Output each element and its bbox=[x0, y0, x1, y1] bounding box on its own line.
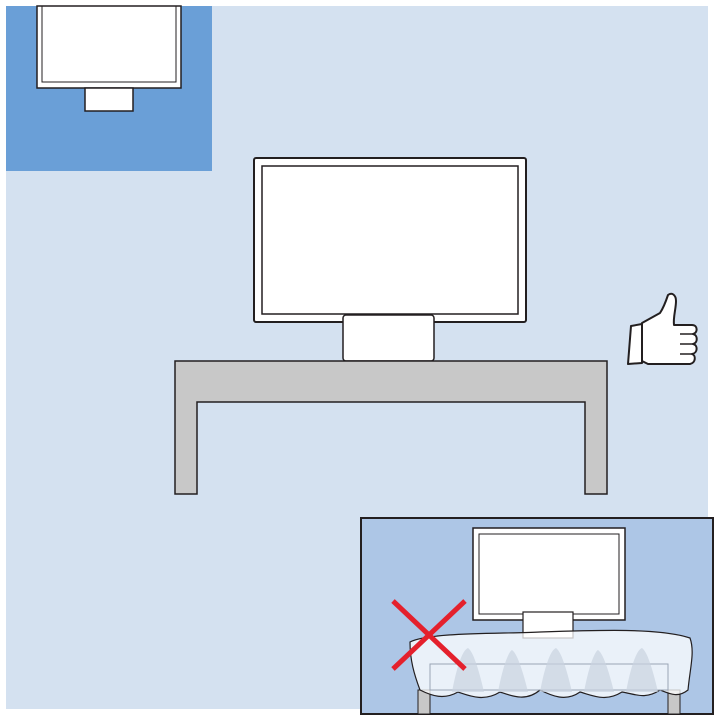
corner-tv-screen bbox=[37, 6, 181, 88]
bad-tv-screen bbox=[479, 534, 619, 614]
main-tv-stand bbox=[343, 315, 434, 361]
corner-inset-panel bbox=[6, 6, 212, 171]
main-tv-screen bbox=[262, 166, 518, 314]
corner-tv-stand bbox=[85, 88, 133, 111]
bad-example-inset bbox=[361, 518, 713, 714]
